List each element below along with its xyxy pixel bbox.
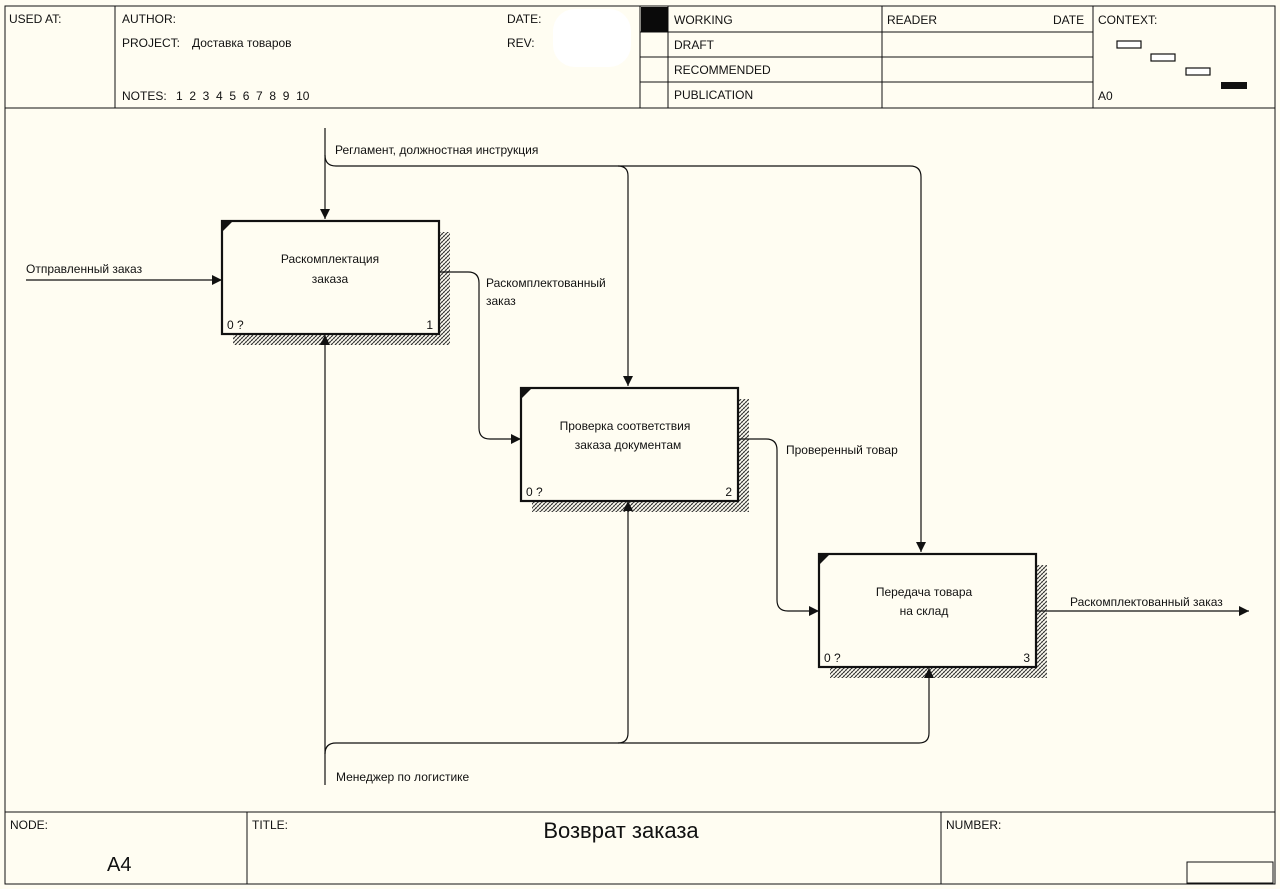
arrow-control — [320, 128, 926, 552]
project-value: Доставка товаров — [192, 36, 292, 50]
arrow-input-label: Отправленный заказ — [26, 262, 143, 276]
reader-label: READER — [887, 13, 937, 27]
arrow-checked-goods — [737, 438, 819, 616]
arrow-mechanism — [320, 335, 934, 785]
redacted-date-area — [553, 9, 631, 67]
arrow-output-label: Раскомплектованный заказ — [1070, 595, 1223, 609]
diagram-frame — [4, 108, 1276, 812]
title-label: TITLE: — [252, 818, 288, 832]
activity-3-cost: 0 ? — [824, 651, 841, 665]
arrow-control-label: Регламент, должностная инструкция — [335, 143, 538, 157]
activity-1-number: 1 — [426, 318, 433, 332]
activity-1-cost: 0 ? — [227, 318, 244, 332]
node-label: NODE: — [10, 818, 48, 832]
used-at-label: USED AT: — [9, 12, 61, 26]
arrow-disassembled-label-line1: Раскомплектованный — [486, 276, 606, 290]
activity-2-cost: 0 ? — [526, 485, 543, 499]
activity-1-title-line2: заказа — [312, 272, 349, 286]
context-map-icon — [1116, 40, 1247, 89]
activity-2-title-line2: заказа документам — [575, 438, 682, 452]
project-label: PROJECT: — [122, 36, 180, 50]
context-node: A0 — [1098, 89, 1113, 103]
author-label: AUTHOR: — [122, 12, 176, 26]
arrow-disassembled-label-line2: заказ — [486, 294, 516, 308]
activity-1-title-line1: Раскомплектация — [281, 252, 379, 266]
activity-box-1[interactable]: Раскомплектация заказа 0 ? 1 — [220, 219, 441, 336]
activity-box-2[interactable]: Проверка соответствия заказа документам … — [519, 386, 740, 503]
date-label: DATE: — [507, 12, 541, 26]
status-working: WORKING — [674, 13, 733, 27]
diagram-title: Возврат заказа — [543, 818, 699, 843]
status-draft: DRAFT — [674, 38, 715, 52]
activity-2-number: 2 — [725, 485, 732, 499]
footer-frame — [4, 811, 1276, 885]
status-publication: PUBLICATION — [674, 88, 753, 102]
context-label: CONTEXT: — [1098, 13, 1157, 27]
node-value: A4 — [107, 854, 131, 876]
arrow-mechanism-label: Менеджер по логистике — [336, 770, 470, 784]
number-label: NUMBER: — [946, 818, 1001, 832]
arrow-checked-goods-label: Проверенный товар — [786, 443, 898, 457]
activity-3-number: 3 — [1023, 651, 1030, 665]
activity-box-3[interactable]: Передача товара на склад 0 ? 3 — [817, 552, 1038, 669]
activity-2-title-line1: Проверка соответствия — [560, 419, 691, 433]
activity-3-title-line1: Передача товара — [876, 585, 973, 599]
activity-3-title-line2: на склад — [900, 604, 949, 618]
rev-label: REV: — [507, 36, 535, 50]
reader-date-label: DATE — [1053, 13, 1084, 27]
notes-label: NOTES: — [122, 89, 167, 103]
status-working-marker — [641, 7, 668, 32]
notes-numbers: 1 2 3 4 5 6 7 8 9 10 — [176, 89, 310, 103]
status-recommended: RECOMMENDED — [674, 63, 771, 77]
arrow-disassembled-order — [439, 271, 521, 444]
header-frame — [4, 5, 1276, 109]
